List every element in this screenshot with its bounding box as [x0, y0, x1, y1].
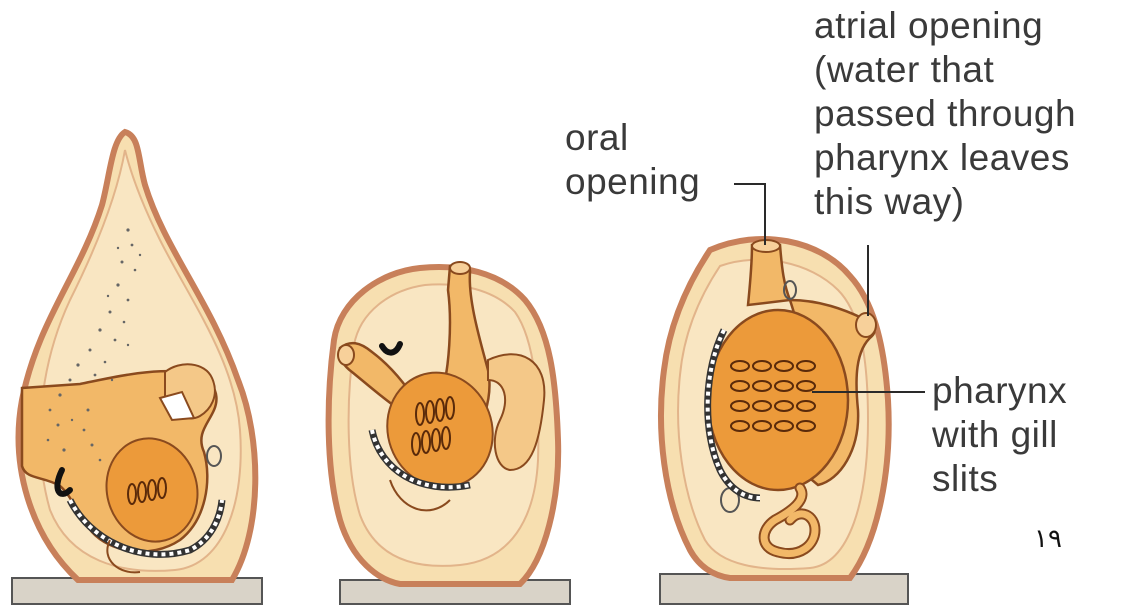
oral-opening-label-line: oral: [565, 116, 700, 160]
stage-3-adult: [660, 239, 908, 604]
pharynx-label: pharynx with gill slits: [932, 369, 1067, 501]
oral-opening-label: oral opening: [565, 116, 700, 204]
atrial-opening-2: [450, 262, 470, 274]
atrial-opening-label-line: pharynx leaves: [814, 136, 1076, 180]
stage-1-larva: [12, 132, 262, 604]
oral-opening-label-line: opening: [565, 160, 700, 204]
oral-opening-2: [338, 345, 354, 365]
pharynx-label-line: slits: [932, 457, 1067, 501]
atrial-opening-3: [856, 313, 876, 337]
atrial-opening-label-line: this way): [814, 180, 1076, 224]
pharynx-3: [708, 310, 848, 490]
stage-2-juvenile: [329, 262, 570, 604]
atrial-opening-label-line: (water that: [814, 48, 1076, 92]
pharynx-label-line: with gill: [932, 413, 1067, 457]
atrial-opening-label-line: passed through: [814, 92, 1076, 136]
page-number: ١٩: [1034, 524, 1062, 554]
pharynx-label-line: pharynx: [932, 369, 1067, 413]
atrial-opening-label: atrial opening (water that passed throug…: [814, 4, 1076, 224]
atrial-opening-label-line: atrial opening: [814, 4, 1076, 48]
